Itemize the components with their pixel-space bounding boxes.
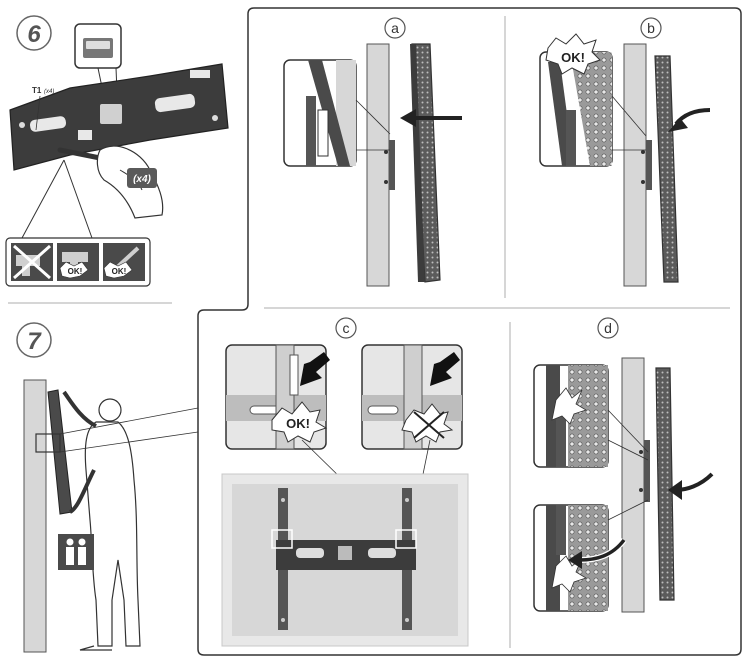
wall-d [621,357,645,613]
bracket-d [644,440,650,502]
tv-d [655,367,675,601]
ok-text-screwdriver: OK! [112,267,127,276]
bracket-a [389,140,395,190]
zoom-d-bottom [533,499,649,612]
step-6-number: 6 [27,21,41,48]
tv-b [654,55,679,283]
step-7-section: 7 [16,322,199,653]
panel-b-label: b [647,20,655,36]
zoom-c-wrong [361,344,463,450]
two-person-icon [58,534,94,570]
arrow-c-wrong [430,352,460,386]
zoom-a [283,59,391,167]
ok-burst-b: OK! [545,33,601,75]
zoom-c-ok: OK! [225,344,330,450]
ok-text-b: OK! [561,50,585,65]
wall-7 [23,379,47,653]
panel-c: c OK! [221,317,469,647]
screwdriver-drill-ok-icon: OK! [57,243,99,281]
zoom-marker-7 [35,433,61,453]
bracket-b [646,140,652,190]
wall-a [366,43,390,287]
panel-d-label: d [604,320,612,336]
wall-plate [9,63,229,171]
arrow-c-ok [300,352,330,386]
wall-overview-c [221,473,469,647]
ok-text-c: OK! [286,416,310,431]
steps-frame [197,7,742,656]
panel-d: d [533,317,714,613]
hand-screwdriver-ok-icon: OK! [103,243,145,281]
ok-text-drill: OK! [68,267,83,276]
step-6-section: 6 T1 (x4) [5,15,229,304]
zoom-b: OK! [539,33,647,167]
step-7-badge [16,322,52,358]
tool-icons-box: OK! OK! [5,237,151,287]
zoom-d-top [533,364,649,468]
wall-b [623,43,647,287]
person-silhouette [62,390,141,651]
panel-b: b OK! [539,17,711,287]
t1-label: T1 [32,86,42,95]
power-drill-not-allowed-icon [11,243,53,281]
x4-badge: (x4) [127,168,157,188]
t1-qty-label: (x4) [44,89,54,95]
panel-a-label: a [391,20,399,36]
step-7-number: 7 [27,328,42,355]
panel-a: a [283,17,462,287]
x4-badge-text: (x4) [133,174,151,185]
step-6-badge [16,15,52,51]
panel-c-label: c [343,320,350,336]
